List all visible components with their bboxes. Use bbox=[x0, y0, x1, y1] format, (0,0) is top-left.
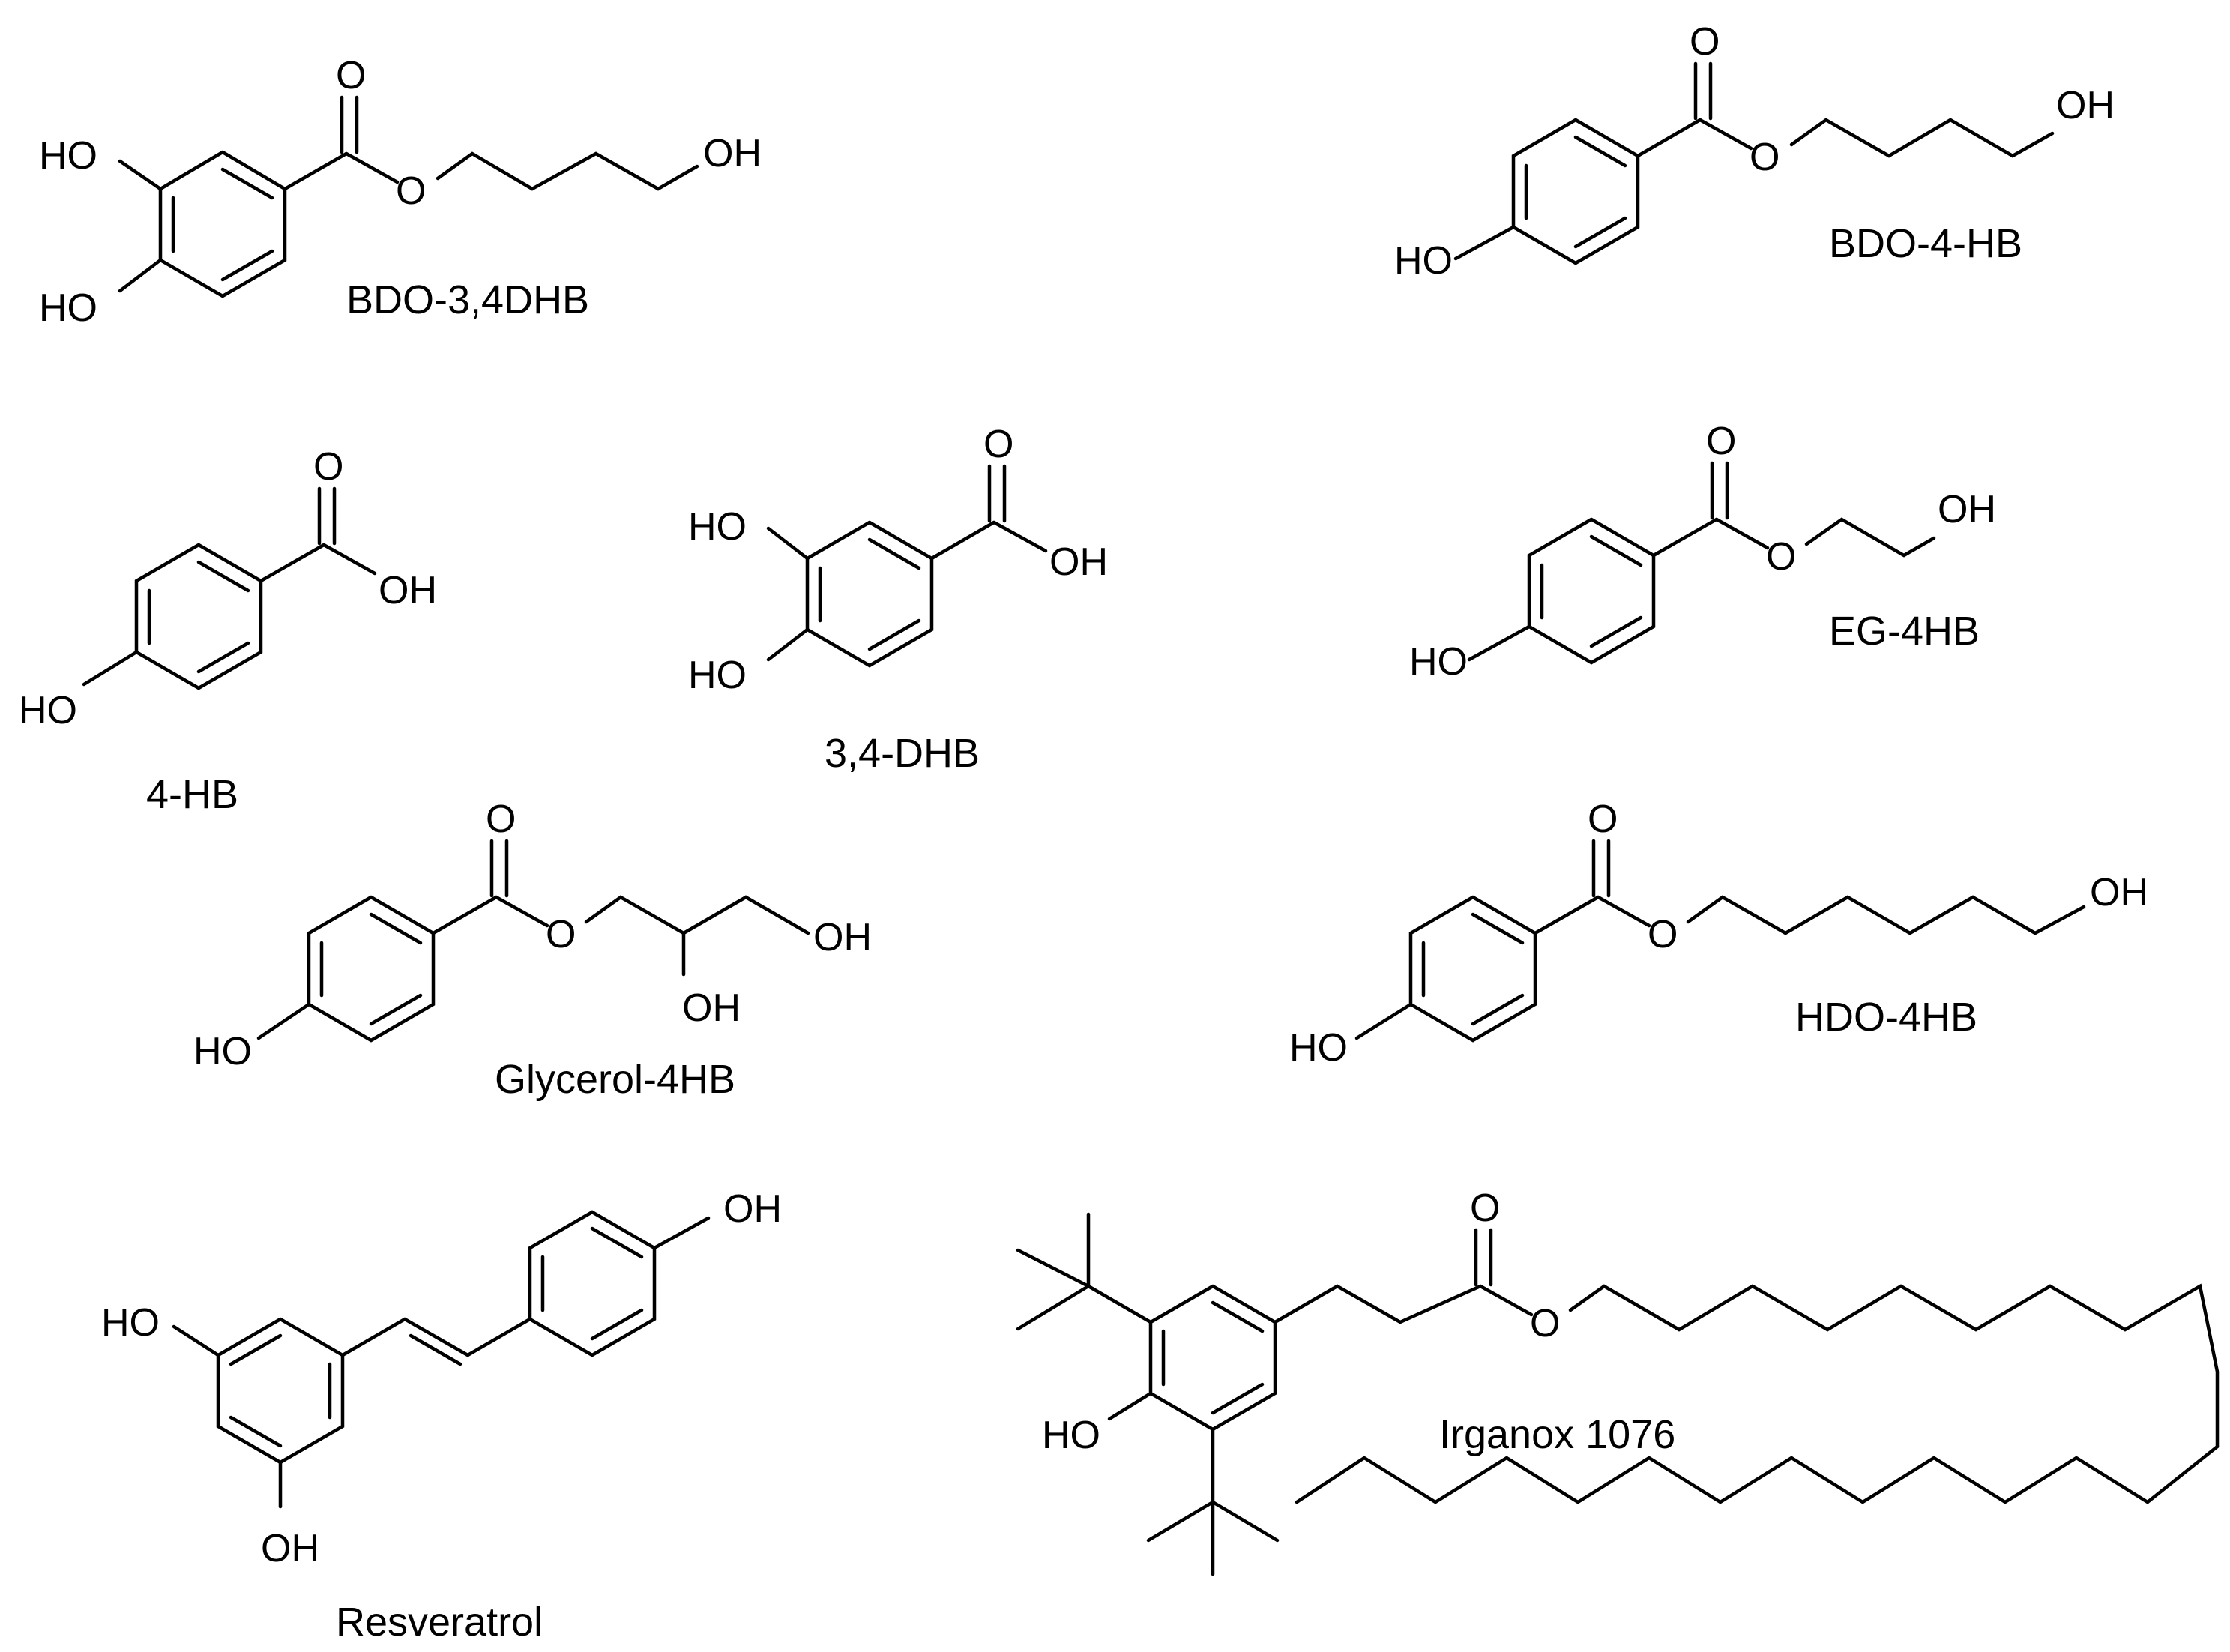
bdo-34dhb-ester-o: O bbox=[396, 169, 426, 213]
bdo-4hb-end-oh: OH bbox=[2056, 84, 2115, 127]
molecule-irganox-1076: HO O O Irganox 1076 bbox=[1016, 1187, 2220, 1576]
resveratrol-para-oh: OH bbox=[723, 1187, 782, 1231]
hdo-4hb-end-oh: OH bbox=[2090, 871, 2148, 914]
34dhb-ho-bottom: HO bbox=[688, 654, 747, 697]
34dhb-label: 3,4-DHB bbox=[825, 731, 980, 776]
hdo-4hb-carbonyl-o: O bbox=[1588, 798, 1618, 841]
34dhb-carbonyl-o: O bbox=[983, 423, 1013, 466]
molecule-resveratrol: OH HO OH Resveratrol bbox=[101, 1187, 782, 1645]
irganox-1076-ester-o: O bbox=[1530, 1302, 1560, 1345]
resveratrol-oh-bottom: OH bbox=[261, 1527, 319, 1570]
eg4hb-bonds bbox=[1467, 461, 1936, 665]
eg4hb-carbonyl-o: O bbox=[1706, 420, 1736, 463]
glycerol-4hb-carbonyl-o: O bbox=[486, 798, 516, 841]
4hb-bonds bbox=[82, 486, 377, 690]
glycerol-4hb-end-oh: OH bbox=[813, 916, 872, 959]
hdo-4hb-ester-o: O bbox=[1648, 913, 1678, 956]
hdo-4hb-label: HDO-4HB bbox=[1795, 995, 1977, 1040]
bdo-34dhb-bonds bbox=[118, 95, 699, 298]
irganox-1076-bonds bbox=[1016, 1212, 2220, 1576]
irganox-1076-label: Irganox 1076 bbox=[1439, 1412, 1675, 1457]
bdo-4hb-bonds bbox=[1453, 61, 2055, 265]
bdo-34dhb-ho-top: HO bbox=[39, 134, 97, 178]
molecule-bdo-4hb: HO O O OH BDO-4-HB bbox=[1394, 20, 2115, 283]
34dhb-bonds bbox=[766, 464, 1048, 668]
4hb-ho: HO bbox=[19, 689, 77, 732]
glycerol-4hb-mid-oh: OH bbox=[682, 986, 741, 1030]
glycerol-4hb-ester-o: O bbox=[546, 913, 576, 956]
bdo-4hb-label: BDO-4-HB bbox=[1829, 221, 2022, 266]
34dhb-acid-oh: OH bbox=[1049, 540, 1108, 584]
eg4hb-ester-o: O bbox=[1766, 535, 1796, 579]
bdo-4hb-ester-o: O bbox=[1750, 136, 1780, 179]
glycerol-4hb-bonds bbox=[256, 839, 810, 1043]
molecule-34dhb: HO HO O OH 3,4-DHB bbox=[688, 423, 1108, 776]
eg4hb-label: EG-4HB bbox=[1829, 609, 1980, 654]
molecule-bdo-34dhb: HO HO O O OH BDO-3,4DHB bbox=[39, 54, 762, 330]
irganox-1076-carbonyl-o: O bbox=[1470, 1187, 1500, 1230]
irganox-1076-ho: HO bbox=[1042, 1414, 1100, 1457]
4hb-label: 4-HB bbox=[146, 772, 238, 817]
eg4hb-end-oh: OH bbox=[1938, 488, 1996, 531]
bdo-34dhb-carbonyl-o: O bbox=[336, 54, 366, 97]
bdo-34dhb-label: BDO-3,4DHB bbox=[346, 277, 589, 322]
molecule-hdo-4hb: HO O O OH HDO-4HB bbox=[1289, 798, 2148, 1070]
4hb-acid-oh: OH bbox=[379, 569, 437, 612]
molecule-4hb: HO O OH 4-HB bbox=[19, 445, 437, 817]
bdo-34dhb-ho-bottom: HO bbox=[39, 286, 97, 330]
hdo-4hb-ho: HO bbox=[1289, 1026, 1348, 1070]
molecule-glycerol-4hb: HO O O OH OH Glycerol-4HB bbox=[193, 798, 872, 1102]
eg4hb-ho: HO bbox=[1409, 640, 1468, 684]
glycerol-4hb-label: Glycerol-4HB bbox=[495, 1057, 735, 1102]
resveratrol-label: Resveratrol bbox=[336, 1600, 543, 1645]
34dhb-ho-top: HO bbox=[688, 505, 747, 549]
resveratrol-bonds bbox=[172, 1210, 711, 1509]
resveratrol-ho-left: HO bbox=[101, 1301, 160, 1345]
hdo-4hb-bonds bbox=[1354, 839, 2086, 1043]
glycerol-4hb-ho: HO bbox=[193, 1030, 252, 1073]
4hb-carbonyl-o: O bbox=[313, 445, 343, 489]
molecule-eg4hb: HO O O OH EG-4HB bbox=[1409, 420, 1996, 684]
bdo-4hb-ho: HO bbox=[1394, 239, 1453, 283]
bdo-4hb-carbonyl-o: O bbox=[1690, 20, 1720, 64]
bdo-34dhb-end-oh: OH bbox=[703, 132, 762, 175]
